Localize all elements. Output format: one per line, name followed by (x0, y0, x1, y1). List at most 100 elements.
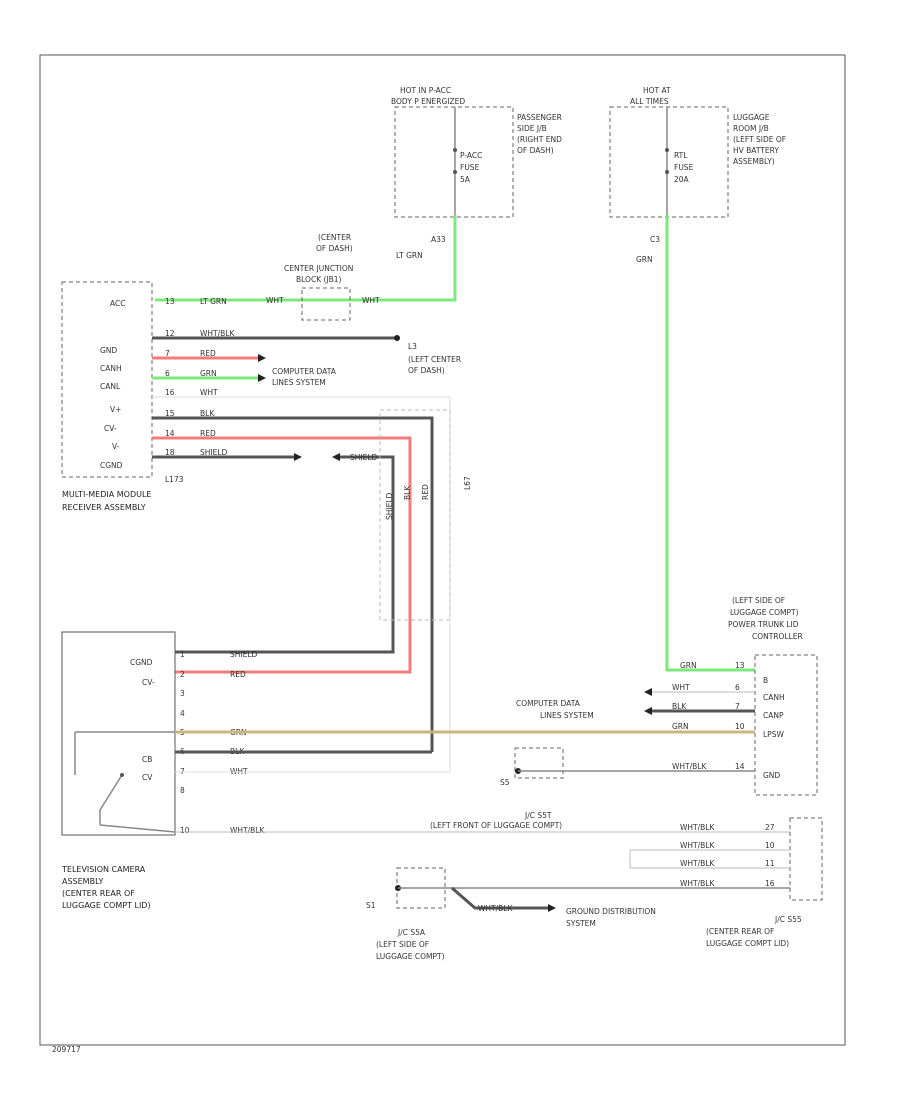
svg-text:GRN: GRN (672, 722, 689, 731)
svg-text:13: 13 (165, 297, 175, 306)
svg-text:LT GRN: LT GRN (396, 251, 423, 260)
svg-text:CV: CV (142, 773, 153, 782)
svg-text:GRN: GRN (200, 369, 217, 378)
svg-text:20A: 20A (674, 175, 690, 184)
jc-s55: WHT/BLK WHT/BLK WHT/BLK WHT/BLK 27 10 11… (629, 817, 823, 948)
svg-text:WHT/BLK: WHT/BLK (672, 762, 707, 771)
svg-text:RTL: RTL (674, 151, 688, 160)
svg-text:ASSEMBLY: ASSEMBLY (62, 877, 103, 886)
svg-text:GND: GND (100, 346, 117, 355)
svg-text:SIDE J/B: SIDE J/B (517, 124, 547, 133)
svg-text:J/C S55: J/C S55 (774, 915, 802, 924)
svg-text:S1: S1 (366, 901, 376, 910)
svg-text:CV-: CV- (142, 678, 155, 687)
junction-block: (CENTER OF DASH) CENTER JUNCTION BLOCK (… (266, 233, 380, 321)
svg-text:S5: S5 (500, 778, 510, 787)
svg-text:(LEFT SIDE OF: (LEFT SIDE OF (732, 596, 785, 605)
svg-text:(CENTER REAR OF: (CENTER REAR OF (62, 889, 135, 898)
svg-text:ACC: ACC (110, 299, 125, 308)
svg-text:CANP: CANP (763, 711, 784, 720)
svg-text:10: 10 (735, 722, 745, 731)
svg-text:CANH: CANH (763, 693, 785, 702)
svg-text:LINES SYSTEM: LINES SYSTEM (272, 378, 326, 387)
svg-text:LT GRN: LT GRN (200, 297, 227, 306)
svg-text:RED: RED (230, 670, 246, 679)
svg-text:ASSEMBLY): ASSEMBLY) (733, 157, 775, 166)
svg-text:LUGGAGE COMPT): LUGGAGE COMPT) (376, 952, 445, 961)
svg-text:12: 12 (165, 329, 175, 338)
svg-text:2: 2 (180, 670, 185, 679)
footer-code: 209717 (52, 1045, 81, 1054)
diagram-frame (39, 54, 846, 1046)
svg-text:BLK: BLK (672, 702, 687, 711)
svg-text:GRN: GRN (680, 661, 697, 670)
svg-text:WHT: WHT (200, 388, 218, 397)
svg-text:WHT: WHT (672, 683, 690, 692)
svg-text:HV BATTERY: HV BATTERY (733, 146, 779, 155)
svg-text:(CENTER REAR OF: (CENTER REAR OF (706, 927, 774, 936)
svg-text:RED: RED (200, 429, 216, 438)
jc-s5a: S1 J/C S5A (LEFT SIDE OF LUGGAGE COMPT) … (366, 867, 790, 961)
svg-text:5A: 5A (460, 175, 471, 184)
svg-text:RED: RED (200, 349, 216, 358)
svg-text:V-: V- (112, 442, 120, 451)
television-camera: CGND CV- CB CV TELEVISION CAMERA ASSEMBL… (61, 631, 176, 910)
svg-text:(LEFT SIDE OF: (LEFT SIDE OF (376, 940, 429, 949)
svg-text:OF DASH): OF DASH) (408, 366, 445, 375)
svg-text:HOT IN P-ACC: HOT IN P-ACC (400, 86, 451, 95)
svg-text:CENTER JUNCTION: CENTER JUNCTION (284, 264, 353, 273)
fuse-box-rtl: HOT AT ALL TIMES RTL FUSE 20A LUGGAGE RO… (609, 86, 786, 264)
svg-text:LUGGAGE COMPT LID): LUGGAGE COMPT LID) (62, 901, 151, 910)
wire-mmr-cv-minus (152, 416, 434, 752)
svg-text:(LEFT SIDE OF: (LEFT SIDE OF (733, 135, 786, 144)
svg-text:L3: L3 (408, 342, 417, 351)
svg-text:SYSTEM: SYSTEM (566, 919, 596, 928)
svg-text:(LEFT FRONT OF LUGGAGE COMPT): (LEFT FRONT OF LUGGAGE COMPT) (430, 821, 562, 830)
svg-text:LUGGAGE COMPT LID): LUGGAGE COMPT LID) (706, 939, 789, 948)
svg-text:CB: CB (142, 755, 152, 764)
svg-text:CANH: CANH (100, 364, 122, 373)
svg-text:14: 14 (735, 762, 745, 771)
svg-text:14: 14 (165, 429, 175, 438)
svg-text:J/C S5A: J/C S5A (397, 928, 426, 937)
svg-text:10: 10 (180, 826, 190, 835)
svg-text:FUSE: FUSE (460, 163, 480, 172)
svg-text:MULTI-MEDIA MODULE: MULTI-MEDIA MODULE (62, 490, 151, 499)
svg-text:WHT/BLK: WHT/BLK (230, 826, 265, 835)
svg-text:P-ACC: P-ACC (460, 151, 482, 160)
svg-text:8: 8 (180, 786, 185, 795)
svg-text:WHT/BLK: WHT/BLK (680, 841, 715, 850)
svg-text:4: 4 (180, 709, 185, 718)
wire-mmr-v-minus (152, 436, 412, 674)
svg-text:ALL TIMES: ALL TIMES (630, 97, 669, 106)
svg-text:HOT AT: HOT AT (643, 86, 671, 95)
svg-text:16: 16 (765, 879, 775, 888)
svg-text:A33: A33 (431, 235, 446, 244)
svg-text:(LEFT CENTER: (LEFT CENTER (408, 355, 461, 364)
svg-text:CANL: CANL (100, 382, 121, 391)
svg-text:LINES SYSTEM: LINES SYSTEM (540, 711, 594, 720)
svg-text:15: 15 (165, 409, 175, 418)
svg-text:(CENTER: (CENTER (318, 233, 351, 242)
svg-text:LUGGAGE COMPT): LUGGAGE COMPT) (730, 608, 799, 617)
svg-text:16: 16 (165, 388, 175, 397)
svg-text:WHT/BLK: WHT/BLK (680, 879, 715, 888)
svg-text:7: 7 (735, 702, 740, 711)
svg-text:11: 11 (765, 859, 775, 868)
svg-text:18: 18 (165, 448, 175, 457)
svg-text:FUSE: FUSE (674, 163, 694, 172)
svg-text:WHT/BLK: WHT/BLK (680, 859, 715, 868)
wire-shield-run (175, 455, 395, 654)
svg-text:L67: L67 (463, 476, 472, 490)
svg-text:TELEVISION CAMERA: TELEVISION CAMERA (61, 865, 146, 874)
svg-text:GRN: GRN (636, 255, 653, 264)
svg-text:CONTROLLER: CONTROLLER (752, 632, 803, 641)
svg-text:OF DASH): OF DASH) (316, 244, 353, 253)
svg-text:6: 6 (165, 369, 170, 378)
svg-text:BLK: BLK (403, 485, 412, 500)
power-trunk-lid-controller: (LEFT SIDE OF LUGGAGE COMPT) POWER TRUNK… (728, 596, 818, 796)
svg-text:BLK: BLK (200, 409, 215, 418)
wire-grn (665, 215, 755, 672)
svg-text:LUGGAGE: LUGGAGE (733, 113, 770, 122)
svg-text:OF DASH): OF DASH) (517, 146, 554, 155)
